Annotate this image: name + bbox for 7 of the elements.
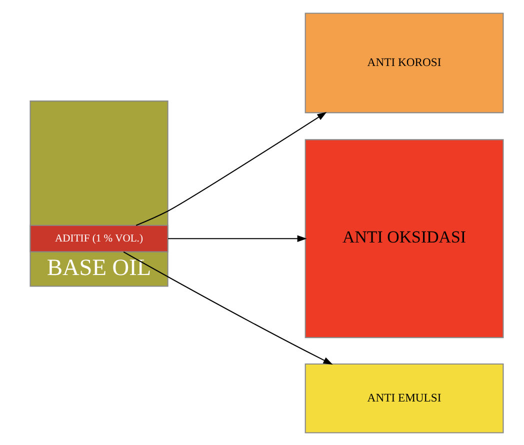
arrow <box>135 112 326 226</box>
node-box: ANTI KOROSI <box>304 12 504 113</box>
arrow <box>122 250 332 364</box>
node-box: ANTI EMULSI <box>304 362 504 433</box>
node-box: ADITIF (1 % VOL.) <box>29 224 168 252</box>
arrow <box>168 234 306 242</box>
node-box: ANTI OKSIDASI <box>304 138 504 338</box>
